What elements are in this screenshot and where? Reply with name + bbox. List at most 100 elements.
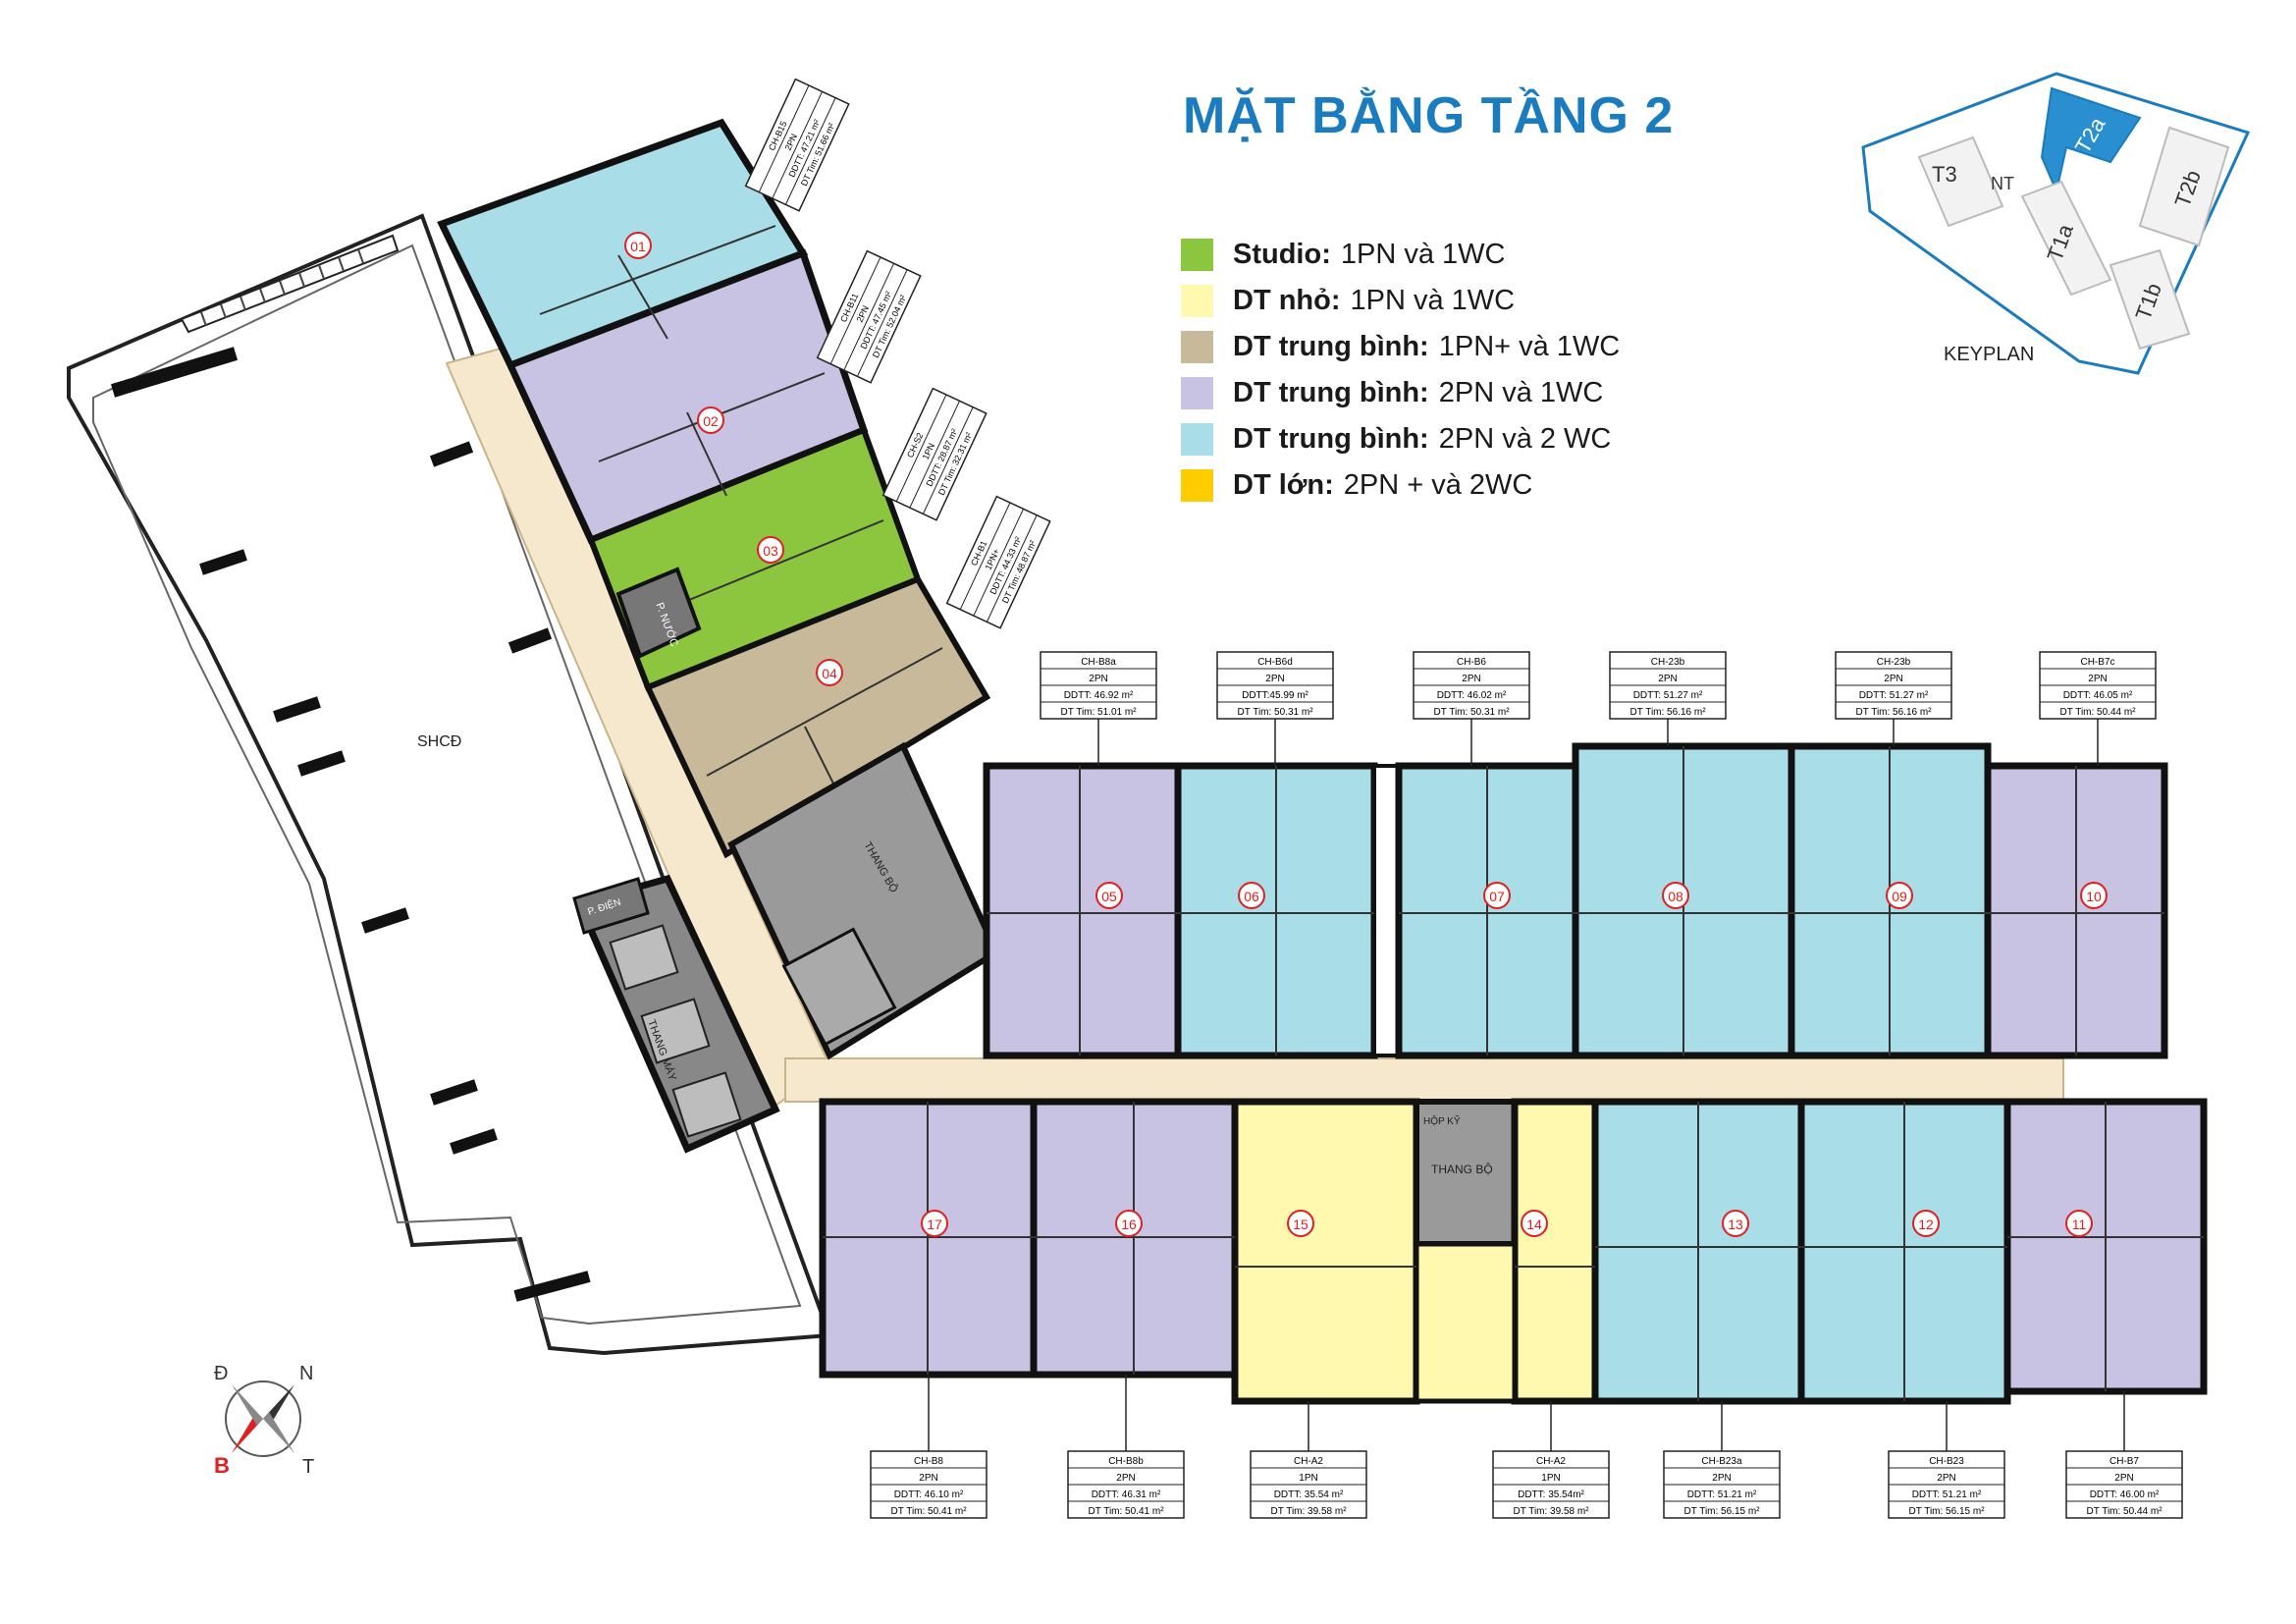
unit-marker-03: 03: [757, 536, 784, 564]
keyplan-block-t3: T3: [1932, 162, 1957, 187]
legend-type: DT trung bình:: [1233, 331, 1429, 362]
unit-ddtt: DDTT: 35.54 m²: [1274, 1489, 1344, 1500]
unit-number: 09: [1892, 889, 1907, 904]
info-box: CH-B7c 2PN DDTT: 46.05 m² DT Tim: 50.44 …: [2039, 651, 2157, 766]
unit-rooms: 2PN: [1712, 1473, 1731, 1484]
room-label-hop-ky: HỘP KỸ: [1423, 1114, 1461, 1127]
legend-type: DT trung bình:: [1233, 423, 1429, 455]
unit-code: CH-B6d: [1257, 657, 1293, 668]
unit-ddtt: DDTT: 51.21 m²: [1912, 1489, 1982, 1500]
info-box: CH-B6d 2PN DDTT:45.99 m² DT Tim: 50.31 m…: [1216, 651, 1334, 766]
legend-item-medium-2pn-2wc: DT trung bình: 2PN và 2 WC: [1181, 416, 1620, 462]
top-row: [983, 742, 2168, 1059]
unit-dt-tim: DT Tim: 39.58 m²: [1270, 1506, 1347, 1517]
unit-code: CH-A2: [1294, 1456, 1323, 1467]
legend-item-medium-2pn-1wc: DT trung bình: 2PN và 1WC: [1181, 370, 1620, 416]
legend-swatch-studio: [1181, 239, 1213, 271]
unit-marker-13: 13: [1722, 1210, 1749, 1237]
unit-number: 16: [1121, 1217, 1137, 1232]
info-box: CH-B8b 2PN DDTT: 46.31 m² DT Tim: 50.41 …: [1067, 1375, 1185, 1519]
compass-east: Đ: [214, 1363, 228, 1384]
legend-type: DT trung bình:: [1233, 377, 1429, 408]
unit-number: 12: [1918, 1217, 1934, 1232]
unit-code: CH-B23: [1929, 1456, 1964, 1467]
unit-dt-tim: DT Tim: 50.41 m²: [890, 1506, 967, 1517]
unit-ddtt: DDTT: 46.92 m²: [1064, 690, 1134, 701]
legend-desc: 2PN và 1WC: [1438, 377, 1604, 408]
unit-marker-07: 07: [1483, 882, 1511, 909]
unit-marker-16: 16: [1115, 1210, 1143, 1237]
info-box: CH-B8a 2PN DDTT: 46.92 m² DT Tim: 51.01 …: [1040, 651, 1157, 766]
unit-rooms: 1PN: [1299, 1473, 1317, 1484]
keyplan-block-nt: NT: [1991, 174, 2014, 193]
unit-rooms: 2PN: [1089, 674, 1107, 684]
unit-dt-tim: DT Tim: 56.16 m²: [1855, 707, 1932, 718]
unit-ddtt: DDTT:45.99 m²: [1242, 690, 1308, 701]
unit-number: 08: [1668, 889, 1683, 904]
info-box: CH-B1 1PN+ DDTT: 44.33 m² DT Tim: 48.87 …: [945, 495, 1051, 629]
unit-ddtt: DDTT: 46.31 m²: [1092, 1489, 1161, 1500]
info-box: CH-B11 2PN DDTT: 47.45 m² DT Tim: 52.04 …: [816, 249, 922, 384]
unit-number: 11: [2072, 1217, 2087, 1232]
legend-type: Studio:: [1233, 239, 1331, 270]
unit-number: 04: [822, 666, 837, 681]
compass-south: T: [302, 1456, 314, 1478]
unit-ddtt: DDTT: 46.10 m²: [894, 1489, 964, 1500]
unit-dt-tim: DT Tim: 56.16 m²: [1629, 707, 1706, 718]
unit-dt-tim: DT Tim: 50.31 m²: [1237, 707, 1313, 718]
legend-item-studio: Studio: 1PN và 1WC: [1181, 232, 1620, 278]
unit-rooms: 2PN: [1658, 674, 1677, 684]
unit-rooms: 2PN: [1462, 674, 1480, 684]
unit-15-shape: [1231, 1098, 1420, 1405]
keyplan-label: KEYPLAN: [1944, 344, 2034, 365]
legend-swatch-large: [1181, 469, 1213, 502]
info-box: CH-B23a 2PN DDTT: 51.21 m² DT Tim: 56.15…: [1663, 1401, 1781, 1519]
unit-dt-tim: DT Tim: 50.44 m²: [2059, 707, 2136, 718]
legend-item-small: DT nhỏ: 1PN và 1WC: [1181, 278, 1620, 324]
info-box: CH-A2 1PN DDTT: 35.54m² DT Tim: 39.58 m²: [1492, 1401, 1610, 1519]
unit-rooms: 2PN: [919, 1473, 937, 1484]
info-boxes-bottom: CH-B8 2PN DDTT: 46.10 m² DT Tim: 50.41 m…: [870, 1375, 2183, 1519]
unit-code: CH-A2: [1536, 1456, 1566, 1467]
unit-marker-15: 15: [1287, 1210, 1314, 1237]
compass: N Đ B T: [214, 1363, 314, 1478]
page-title: MẶT BẰNG TẦNG 2: [1183, 87, 1675, 144]
unit-number: 06: [1244, 889, 1259, 904]
unit-number: 01: [630, 239, 646, 254]
unit-ddtt: DDTT: 51.27 m²: [1859, 690, 1929, 701]
unit-marker-17: 17: [921, 1210, 948, 1237]
info-box: CH-B23 2PN DDTT: 51.21 m² DT Tim: 56.15 …: [1888, 1401, 2005, 1519]
unit-marker-05: 05: [1095, 882, 1123, 909]
unit-dt-tim: DT Tim: 50.44 m²: [2086, 1506, 2163, 1517]
unit-code: CH-B6: [1457, 657, 1486, 668]
info-box: CH-B15 2PN DDTT: 47.21 m² DT Tim: 51.66 …: [744, 78, 850, 212]
info-box: CH-A2 1PN DDTT: 35.54 m² DT Tim: 39.58 m…: [1250, 1401, 1367, 1519]
unit-dt-tim: DT Tim: 51.01 m²: [1060, 707, 1137, 718]
unit-number: 02: [703, 413, 719, 429]
unit-rooms: 2PN: [1265, 674, 1284, 684]
unit-marker-12: 12: [1912, 1210, 1940, 1237]
legend-type: DT lớn:: [1233, 469, 1334, 501]
unit-marker-06: 06: [1238, 882, 1265, 909]
unit-ddtt: DDTT: 46.05 m²: [2063, 690, 2133, 701]
unit-code: CH-B7c: [2080, 657, 2114, 668]
legend-desc: 2PN + và 2WC: [1343, 469, 1533, 501]
unit-ddtt: DDTT: 46.00 m²: [2090, 1489, 2160, 1500]
unit-rooms: 2PN: [2114, 1473, 2133, 1484]
unit-ddtt: DDTT: 51.27 m²: [1633, 690, 1703, 701]
unit-ddtt: DDTT: 46.02 m²: [1437, 690, 1507, 701]
unit-number: 14: [1526, 1217, 1542, 1232]
legend-swatch-small: [1181, 285, 1213, 317]
unit-number: 13: [1728, 1217, 1743, 1232]
unit-number: 15: [1293, 1217, 1308, 1232]
unit-marker-11: 11: [2065, 1210, 2093, 1237]
room-label-shcd: SHCĐ: [417, 733, 461, 750]
legend-desc: 1PN và 1WC: [1340, 239, 1506, 270]
unit-dt-tim: DT Tim: 50.31 m²: [1433, 707, 1510, 718]
unit-marker-14: 14: [1521, 1210, 1548, 1237]
unit-05-shape: [983, 762, 1182, 1059]
unit-code: CH-23b: [1877, 657, 1911, 668]
unit-code: CH-B23a: [1701, 1456, 1742, 1467]
